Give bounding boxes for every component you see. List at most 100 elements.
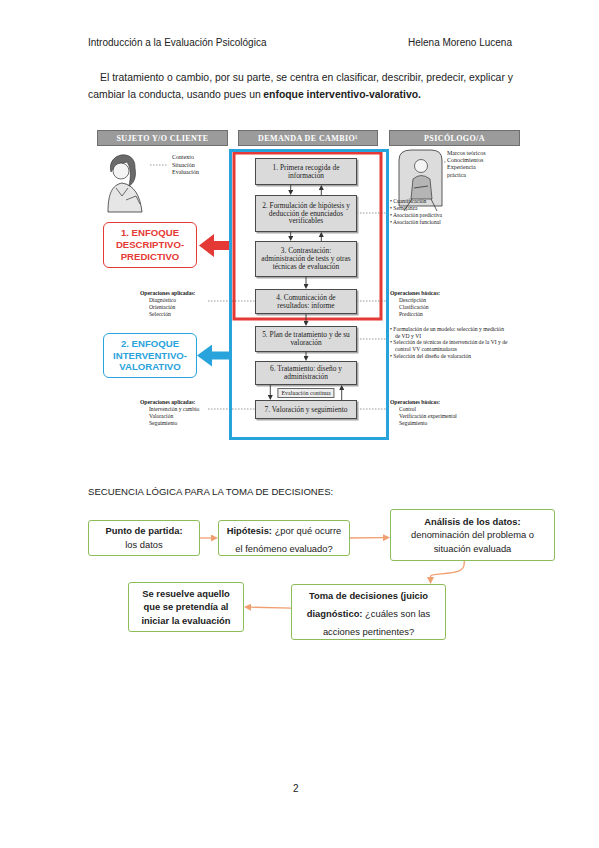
process-box: 7. Valoración y seguimiento <box>255 400 357 419</box>
label-text: • Cuantificación <box>390 198 500 205</box>
label-group: Helena Moreno Lucena <box>408 37 548 49</box>
text-wrapper: Análisis de los datos:denominación del p… <box>396 515 549 556</box>
process-box: 3. Contrastación: administración de test… <box>255 241 357 277</box>
label-group: Operaciones básicas:ControlVerificación … <box>390 399 500 427</box>
label-text: Seguimiento <box>140 420 220 427</box>
text-wrapper: Se resuelve aquello que se pretendía al … <box>134 587 238 628</box>
text-wrapper: 5. Plan de tratamiento y de su valoració… <box>260 331 352 347</box>
text-wrapper: SUJETO Y/O CLIENTE <box>98 134 227 143</box>
client-collar <box>116 188 128 196</box>
client-body <box>108 183 142 212</box>
label-text: Clasificación <box>390 304 500 311</box>
leader-line <box>150 165 168 166</box>
label-group: SECUENCIA LÓGICA PARA LA TOMA DE DECISIO… <box>88 486 488 498</box>
header-bar: SUJETO Y/O CLIENTE <box>97 130 228 146</box>
text-wrapper: PSICÓLOGO/A <box>390 134 519 143</box>
label-group: Operaciones aplicadas:DiagnósticoOrienta… <box>140 290 220 318</box>
leader-line <box>208 409 255 410</box>
label-text: • Asociación predictiva <box>390 212 500 219</box>
label-text: Introducción a la Evaluación Psicológica <box>88 37 388 49</box>
client-illustration <box>108 155 142 212</box>
node-text: denominación del problema o situación ev… <box>396 528 549 555</box>
red-frame <box>234 153 381 319</box>
text-wrapper: DEMANDA DE CAMBIO¹ <box>238 130 378 146</box>
node-text: PSICÓLOGO/A <box>390 134 519 143</box>
label-text: • Formulación de un modelo: selección y … <box>390 326 508 339</box>
text-wrapper: 7. Valoración y seguimiento <box>260 406 352 414</box>
label-text: Evaluación <box>172 169 227 177</box>
node-text: 6. Tratamiento: diseño y administración <box>260 365 352 381</box>
label-text: Marcos teóricos <box>447 150 489 157</box>
node-text: SUJETO Y/O CLIENTE <box>98 134 227 143</box>
label-text: Operaciones aplicadas: <box>140 399 220 406</box>
label-text: 2 <box>293 783 313 795</box>
leader-line <box>357 409 387 410</box>
text-wrapper: 1. Primera recogida de información <box>260 164 352 180</box>
label-group: Operaciones básicas:DescripciónClasifica… <box>390 290 500 318</box>
leader-line <box>357 301 387 302</box>
node-text: los datos <box>94 538 194 552</box>
label-text: Conocimientos <box>447 157 489 164</box>
leader-line <box>444 162 446 163</box>
connector <box>350 537 383 539</box>
label-text: Selección <box>140 311 220 318</box>
label-text: Valoración <box>140 413 220 420</box>
label-text: enfoque interventivo-valorativo. <box>263 89 421 100</box>
label-text: Helena Moreno Lucena <box>408 37 548 49</box>
text-wrapper: 3. Contrastación: administración de test… <box>260 247 352 271</box>
label-text: Operaciones básicas: <box>390 290 500 297</box>
label-text: • Selección de técnicas de intervención … <box>390 339 508 352</box>
connector <box>290 232 291 236</box>
step-box: Análisis de los datos:denominación del p… <box>390 509 555 561</box>
label-text: Predicción <box>390 311 500 318</box>
node-text: Hipótesis: <box>227 525 272 536</box>
text-wrapper: 6. Tratamiento: diseño y administración <box>260 365 352 381</box>
label-text: Diagnóstico <box>140 297 220 304</box>
leader-line <box>357 339 387 340</box>
label-text: • Semejanza <box>390 205 500 212</box>
node-text: Se resuelve aquello que se pretendía al … <box>134 587 238 628</box>
label-text: Seguimiento <box>390 420 500 427</box>
connector <box>306 277 307 284</box>
red-arrow <box>199 234 232 257</box>
text-wrapper: 2. Formulación de hipótesis y deducción … <box>260 202 352 226</box>
node-text: 1. Primera recogida de información <box>260 164 352 180</box>
label-group: ContextoSituaciónEvaluación <box>172 154 227 177</box>
label-text: Control <box>390 406 500 413</box>
process-box: 1. Primera recogida de información <box>255 158 357 185</box>
label-group: El tratamiento o cambio, por su parte, s… <box>88 70 518 103</box>
connector <box>341 390 342 400</box>
connector <box>290 185 291 190</box>
connector <box>270 385 271 395</box>
step-box: Hipótesis:¿por qué ocurre el fenómeno ev… <box>218 520 350 556</box>
label-text: Situación <box>172 162 227 170</box>
label-text: Contexto <box>172 154 227 162</box>
node-text: DEMANDA DE CAMBIO¹ <box>258 134 358 143</box>
leader-line <box>357 213 387 214</box>
client-head <box>113 163 129 179</box>
node-text: 3. Contrastación: administración de test… <box>260 247 352 271</box>
text-wrapper: 2. ENFOQUE INTERVENTIVO-VALORATIVO <box>107 338 193 374</box>
label-group: • Formulación de un modelo: selección y … <box>390 326 508 360</box>
client-hand <box>126 196 140 204</box>
label-text: SECUENCIA LÓGICA PARA LA TOMA DE DECISIO… <box>88 486 488 498</box>
connector <box>306 314 307 321</box>
node-text: 7. Valoración y seguimiento <box>260 406 352 414</box>
client-hair <box>110 155 135 186</box>
step-box: Se resuelve aquello que se pretendía al … <box>128 582 244 632</box>
text-wrapper: 4. Comunicación de resultados: informe <box>260 294 352 310</box>
label-group: Operaciones aplicadas:Intervención y cam… <box>140 399 220 427</box>
node-text: 1. ENFOQUE DESCRIPTIVO-PREDICTIVO <box>107 227 193 263</box>
process-box: 4. Comunicación de resultados: informe <box>255 289 357 314</box>
label-group: Marcos teóricosConocimientosExperiencia … <box>447 150 489 179</box>
text-wrapper: Hipótesis:¿por qué ocurre el fenómeno ev… <box>224 520 344 556</box>
text-wrapper: Toma de decisiones (juicio diagnóstico:¿… <box>297 585 440 639</box>
label-group: 2 <box>293 783 313 795</box>
header-bar: PSICÓLOGO/A <box>389 130 520 146</box>
label-text: Experiencia práctica <box>447 164 489 178</box>
connector <box>431 561 465 577</box>
text-wrapper: Punto de partida:los datos <box>94 524 194 551</box>
